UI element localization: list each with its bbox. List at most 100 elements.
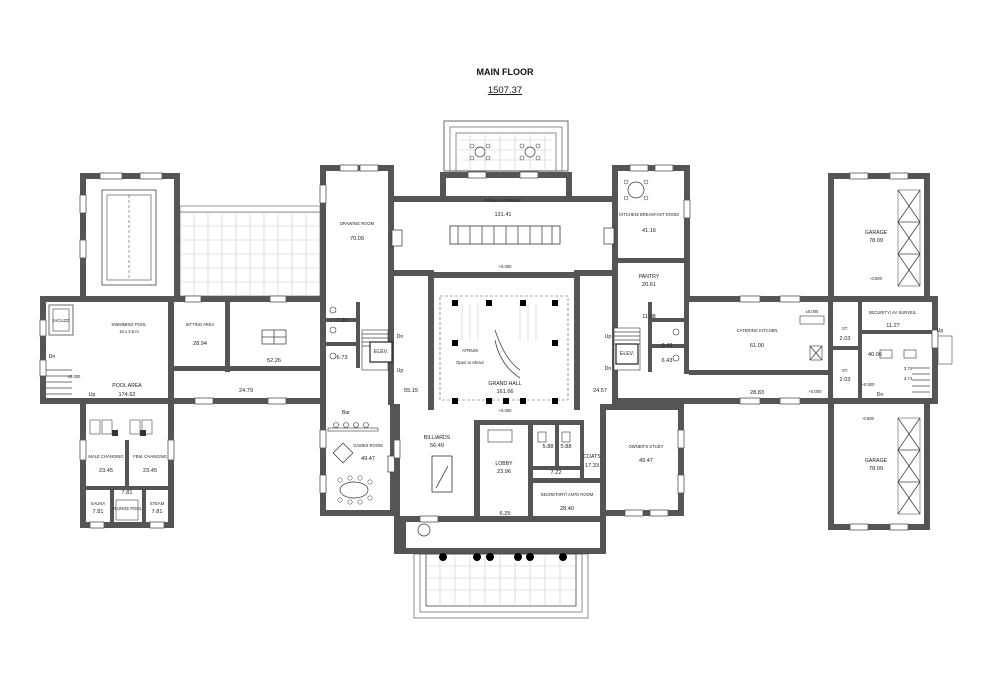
room-6-43-b: 6.43: [662, 358, 673, 364]
garage-walls: [828, 172, 953, 531]
room-6-43-a: 6.43: [662, 343, 673, 349]
secretary-value: 28.40: [560, 506, 574, 512]
st-2-value: 2.03: [840, 377, 851, 383]
total-area: 1507.37: [488, 85, 522, 96]
atrium-label: ATRIUM: [462, 348, 478, 353]
stair-left-up: Up: [397, 368, 404, 374]
bar-counter-icon: [327, 422, 379, 432]
st-1-value: 2.03: [840, 336, 851, 342]
room-52-value: 52.26: [267, 358, 281, 364]
terrace-table-icon: [469, 143, 491, 161]
room-7-35: 7.35: [337, 318, 348, 324]
security-value: 11.27: [886, 323, 900, 329]
plan-title: MAIN FLOOR: [477, 67, 534, 77]
owners-study-value: 49.47: [639, 458, 653, 464]
fem-changing-label: FEM. CHANGING: [133, 454, 167, 459]
games-room-label: GAMES ROOM: [353, 443, 383, 448]
security-label: SECURITY/ AV SURVEIL.: [869, 310, 918, 315]
room-3-74: 3.74: [904, 366, 913, 371]
east-up-label: Up: [937, 328, 944, 334]
level-security: +0.500: [862, 382, 876, 387]
st-1-label: ST.: [842, 326, 848, 331]
dining-set-icon: [337, 475, 373, 505]
wc-b-value: 5.88: [561, 444, 572, 450]
elev-right-label: ELEV.: [620, 351, 634, 357]
steam-label: STEAM: [150, 501, 165, 506]
secretary-label: SECRETARY/ ANTE ROOM: [541, 492, 594, 497]
west-wing-walls: [168, 295, 323, 405]
courtyard-terrace: [179, 205, 321, 297]
pantry-value: 20.61: [642, 282, 656, 288]
plunge-pool-value: 7.81: [122, 490, 133, 496]
south-block-walls: [319, 404, 685, 619]
corridor-right-value: 28.83: [750, 390, 764, 396]
plunge-pool-label: PLUNGE POOL: [112, 506, 143, 511]
pool-dn-label: Dn: [49, 354, 56, 360]
drawing-room-value: 70.09: [350, 236, 364, 242]
level-catering: ±0.000: [806, 309, 819, 314]
level-corridor: +0.000: [809, 389, 823, 394]
jacuzzi-label: JACUZZI: [52, 318, 69, 323]
dining-terrace: [443, 120, 569, 172]
st-2-label: ST.: [842, 368, 848, 373]
pool-wing-walls: [39, 172, 180, 529]
grand-hall-label: GRAND HALL: [488, 381, 521, 387]
kitchen-block-walls: [603, 164, 691, 405]
garage-bottom-label: GARAGE: [865, 458, 888, 464]
kitchen-value: 41.16: [642, 228, 656, 234]
sitting-area-value: 28.94: [193, 341, 207, 347]
bar-label: Bar: [342, 410, 350, 416]
catering-kitchen-value: 61.00: [750, 343, 764, 349]
east-dn-label: Dn: [877, 392, 884, 398]
level-dining: +0.000: [499, 264, 513, 269]
room-3-74-b: 3.74: [904, 376, 913, 381]
east-wing-walls: [612, 295, 862, 405]
sauna-label: SAUNA: [91, 501, 106, 506]
room-24-57: 24.57: [593, 388, 607, 394]
kitchen-label: KITCHEN/ BREAKFAST ROOM: [619, 212, 679, 217]
catering-kitchen-label: CATERING KITCHEN: [737, 328, 778, 333]
stair-left-dn: Dn: [397, 334, 404, 340]
lobby-label: LOBBY: [495, 461, 513, 467]
grand-hall-value: 161.66: [496, 389, 513, 395]
room-6-73: 6.73: [337, 355, 348, 361]
room-11-08: 11.08: [642, 314, 656, 320]
pool-area-value: 174.62: [118, 392, 135, 398]
central-block-walls: [392, 171, 617, 410]
pool-up-label: Up: [89, 392, 96, 398]
billiards-value: 56.49: [430, 443, 444, 449]
room-7-22: 7.22: [551, 470, 562, 476]
games-room-value: 49.47: [361, 456, 375, 462]
coats-label: COATS: [583, 454, 601, 460]
room-6-25: 6.25: [500, 511, 511, 517]
formal-dining-label: FORMAL DINNING: [485, 198, 521, 203]
sitting-area-label: SITTING AREA: [186, 322, 215, 327]
wc-a-value: 5.88: [543, 444, 554, 450]
pantry-label: PANTRY: [639, 274, 660, 280]
swimming-pool-size: 16 x 3.6 m: [119, 329, 139, 334]
level-garage-top: -0.500: [870, 276, 883, 281]
level-garage-bottom: -0.500: [862, 416, 875, 421]
pool-area-label: POOL AREA: [112, 383, 142, 389]
garage-top-label: GARAGE: [865, 230, 888, 236]
owners-study-label: OWNER'S STUDY: [629, 444, 664, 449]
level-pool: ±0.000: [68, 374, 81, 379]
sauna-value: 7.81: [93, 509, 104, 515]
corridor-left-value: 24.79: [239, 388, 253, 394]
room-40-06: 40.06: [868, 352, 882, 358]
drawing-room-label: DRAWING ROOM: [340, 221, 375, 226]
male-changing-value: 23.45: [99, 468, 113, 474]
elev-left-label: ELEV.: [374, 349, 388, 355]
formal-dining-value: 131.41: [494, 212, 511, 218]
card-table-icon: [332, 442, 354, 464]
fem-changing-value: 23.45: [143, 468, 157, 474]
garage-top-value: 78.09: [869, 238, 883, 244]
garage-bottom-value: 78.09: [869, 466, 883, 472]
stair-right-up: Up: [605, 334, 612, 340]
level-hall: +0.000: [499, 408, 513, 413]
stair-right-dn: Dn: [605, 366, 612, 372]
billiard-table-icon: [431, 455, 453, 493]
coats-value: 17.33: [585, 463, 599, 469]
atrium-sub-label: Open to Above: [456, 360, 484, 365]
